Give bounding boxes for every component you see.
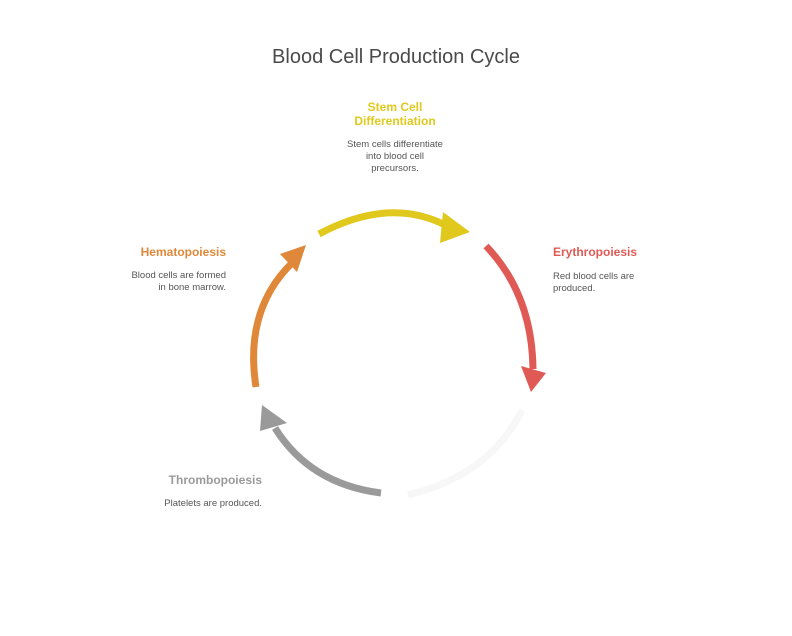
stage-desc-line: Stem cells differentiate xyxy=(347,139,443,150)
stage-desc-line: precursors. xyxy=(371,163,419,174)
stage-desc-line: Platelets are produced. xyxy=(164,498,262,509)
erythropoiesis-arrow xyxy=(483,243,546,392)
thrombopoiesis-arrow xyxy=(260,405,382,497)
stage-title-erythropoiesis: Erythropoiesis xyxy=(553,245,703,259)
hematopoiesis-arrow xyxy=(250,245,306,388)
stage-desc-line: in bone marrow. xyxy=(158,282,226,293)
stage-desc-line: produced. xyxy=(553,283,596,294)
stage-desc-line: Blood cells are formed xyxy=(131,270,226,281)
diagram-title: Blood Cell Production Cycle xyxy=(272,46,520,68)
stage-desc-stem-cell: Stem cells differentiate into blood cell… xyxy=(320,139,470,175)
stage-desc-thrombopoiesis: Platelets are produced. xyxy=(92,498,262,510)
stage-desc-line: Red blood cells are xyxy=(553,271,635,282)
stage-title-hematopoiesis: Hematopoiesis xyxy=(76,245,226,259)
stage-title-line: Stem Cell xyxy=(367,100,423,114)
stage-title-line: Thrombopoiesis xyxy=(168,473,262,487)
stage-title-thrombopoiesis: Thrombopoiesis xyxy=(112,473,262,487)
stem-cell-arrow xyxy=(317,209,470,243)
stage-title-line: Differentiation xyxy=(354,114,436,128)
stage-desc-line: into blood cell xyxy=(365,151,425,162)
stage-title-stem-cell: Stem Cell Differentiation xyxy=(330,100,460,128)
stage-desc-erythropoiesis: Red blood cells are produced. xyxy=(553,271,703,295)
stage-title-line: Erythropoiesis xyxy=(553,245,638,259)
stage-title-line: Hematopoiesis xyxy=(140,245,226,259)
stage-desc-hematopoiesis: Blood cells are formed in bone marrow. xyxy=(76,270,226,294)
faint-arrow xyxy=(407,408,526,499)
